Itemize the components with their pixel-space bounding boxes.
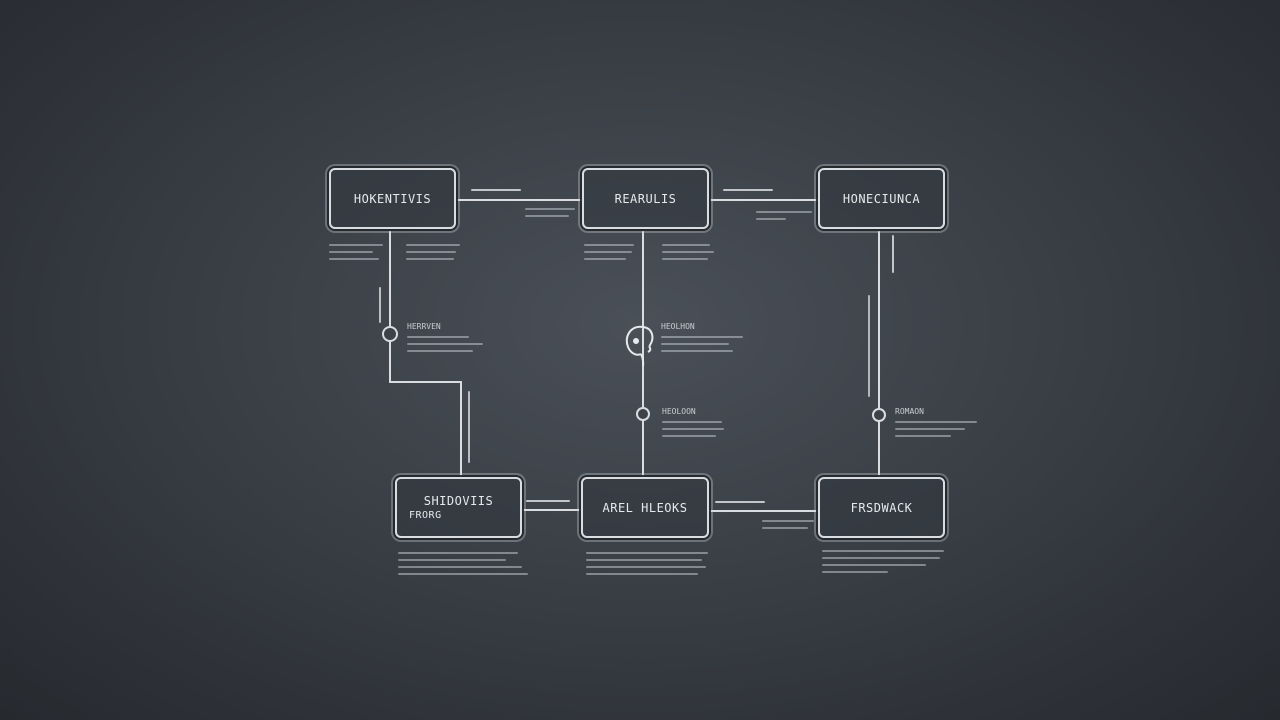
node-sublabel: FRORG: [409, 510, 442, 521]
text-line: [586, 559, 702, 561]
node-label: HOKENTIVIS: [353, 191, 432, 206]
note-right-mid: ROMAON: [895, 408, 979, 437]
text-line: [661, 350, 733, 352]
text-line: [895, 435, 951, 437]
text-block-br-connector: [762, 520, 814, 529]
text-line: [329, 244, 383, 246]
text-block-tl-a: [329, 244, 383, 260]
note-label: HERRVEN: [407, 322, 441, 331]
text-line: [822, 571, 888, 573]
note-center-upper: HEOLHON: [661, 323, 745, 352]
node-top-right[interactable]: HONECIUNCA: [818, 168, 945, 229]
node-top-left[interactable]: HOKENTIVIS: [329, 168, 456, 229]
text-line: [756, 218, 786, 220]
text-block-bottom-center: [586, 552, 708, 575]
text-line: [407, 343, 483, 345]
text-line: [762, 527, 808, 529]
text-line: [662, 428, 724, 430]
text-line: [329, 258, 379, 260]
node-top-center[interactable]: REARULIS: [582, 168, 709, 229]
node-label: AREL HLEOKS: [602, 500, 688, 515]
text-line: [895, 421, 977, 423]
text-block-tl-b: [406, 244, 460, 260]
text-line: [762, 520, 814, 522]
text-block-tl-connector: [525, 208, 575, 217]
note-label: ROMAON: [895, 407, 924, 416]
text-line: [406, 244, 460, 246]
text-line: [756, 211, 812, 213]
text-line: [406, 258, 454, 260]
node-bottom-center[interactable]: AREL HLEOKS: [581, 477, 709, 538]
text-line: [822, 557, 940, 559]
text-line: [586, 573, 698, 575]
node-label: FRSDWACK: [850, 500, 913, 515]
text-line: [525, 215, 569, 217]
text-line: [398, 566, 522, 568]
note-label: HEOLHON: [661, 322, 695, 331]
note-label: HEOLOON: [662, 407, 696, 416]
text-line: [662, 421, 722, 423]
text-line: [525, 208, 575, 210]
text-line: [822, 564, 926, 566]
note-left-mid: HERRVEN: [407, 323, 485, 352]
node-bottom-left[interactable]: SHIDOVIIS FRORG: [395, 477, 522, 538]
text-line: [329, 251, 373, 253]
text-block-tc-a: [584, 244, 634, 260]
text-line: [822, 550, 944, 552]
text-line: [661, 343, 729, 345]
text-line: [662, 435, 716, 437]
text-line: [662, 244, 710, 246]
text-line: [662, 258, 708, 260]
text-block-tc-b: [662, 244, 714, 260]
node-label: SHIDOVIIS: [423, 494, 494, 508]
text-line: [661, 336, 743, 338]
text-line: [407, 336, 469, 338]
text-line: [586, 552, 708, 554]
node-label: REARULIS: [614, 191, 677, 206]
text-line: [584, 244, 634, 246]
text-block-bottom-right: [822, 550, 944, 573]
text-line: [398, 552, 518, 554]
text-line: [586, 566, 706, 568]
text-line: [406, 251, 456, 253]
text-line: [662, 251, 714, 253]
junction-left: [382, 326, 398, 342]
note-center-lower: HEOLOON: [662, 408, 726, 437]
text-line: [895, 428, 965, 430]
junction-right: [872, 408, 886, 422]
junction-center: [636, 407, 650, 421]
text-block-tr-connector: [756, 211, 812, 220]
text-line: [398, 559, 506, 561]
node-label: HONECIUNCA: [842, 191, 921, 206]
text-line: [584, 251, 632, 253]
text-line: [398, 573, 528, 575]
text-line: [407, 350, 473, 352]
node-bottom-right[interactable]: FRSDWACK: [818, 477, 945, 538]
person-head-icon: [625, 325, 654, 367]
text-block-bottom-left: [398, 552, 528, 575]
text-line: [584, 258, 626, 260]
